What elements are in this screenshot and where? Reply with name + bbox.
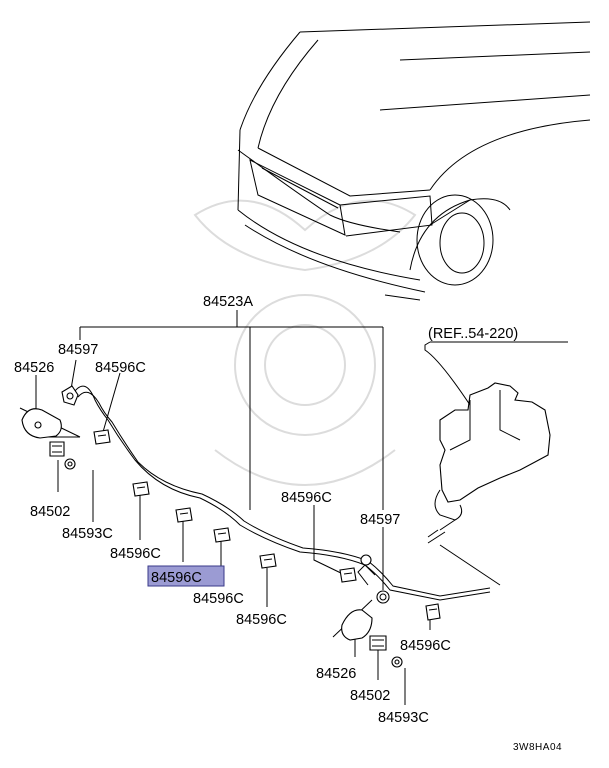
leader-lines	[19, 310, 568, 705]
clamp-right	[376, 590, 390, 604]
label-clamp-upper-left[interactable]: 84597	[58, 342, 98, 358]
highlight-box	[147, 565, 225, 587]
label-nozzle-left[interactable]: 84526	[14, 360, 54, 376]
vehicle-front-illustration	[237, 21, 591, 301]
clip-b	[213, 527, 231, 543]
label-bracket-left[interactable]: 84502	[30, 504, 70, 520]
label-clamp-right[interactable]: 84597	[360, 512, 400, 528]
label-nut-left[interactable]: 84593C	[62, 526, 113, 542]
bracket-right	[369, 635, 387, 651]
clip-top	[93, 429, 111, 445]
washer-reservoir-tank	[427, 382, 551, 544]
clip-e	[425, 603, 441, 621]
connector-t	[360, 554, 372, 566]
label-reference: (REF..54-220)	[428, 326, 518, 342]
clamp-upper-left	[61, 385, 79, 406]
clip-highlighted	[175, 507, 193, 523]
label-clip-d[interactable]: 84596C	[281, 490, 332, 506]
label-assembly[interactable]: 84523A	[203, 294, 253, 310]
label-clip-b[interactable]: 84596C	[193, 591, 244, 607]
clip-c	[259, 553, 277, 569]
nut-right	[391, 656, 403, 668]
nozzle-left	[21, 408, 62, 439]
label-clip-a[interactable]: 84596C	[110, 546, 161, 562]
label-clip-c[interactable]: 84596C	[236, 612, 287, 628]
label-nozzle-right[interactable]: 84526	[316, 666, 356, 682]
bracket-left	[49, 441, 65, 457]
clip-a	[132, 481, 150, 497]
nut-left	[64, 458, 76, 470]
part-labels: 84523A 84597 84526 84596C 84502 84593C 8…	[14, 294, 562, 753]
label-clip-top[interactable]: 84596C	[95, 360, 146, 376]
label-nut-right[interactable]: 84593C	[378, 710, 429, 726]
label-clip-e[interactable]: 84596C	[400, 638, 451, 654]
label-clip-highlighted[interactable]: 84596C	[151, 570, 202, 586]
watermark-emblem	[193, 199, 417, 486]
clip-d	[339, 567, 357, 583]
nozzle-right	[341, 609, 373, 641]
label-bracket-right[interactable]: 84502	[350, 688, 390, 704]
label-diagram-code: 3W8HA04	[513, 742, 562, 753]
